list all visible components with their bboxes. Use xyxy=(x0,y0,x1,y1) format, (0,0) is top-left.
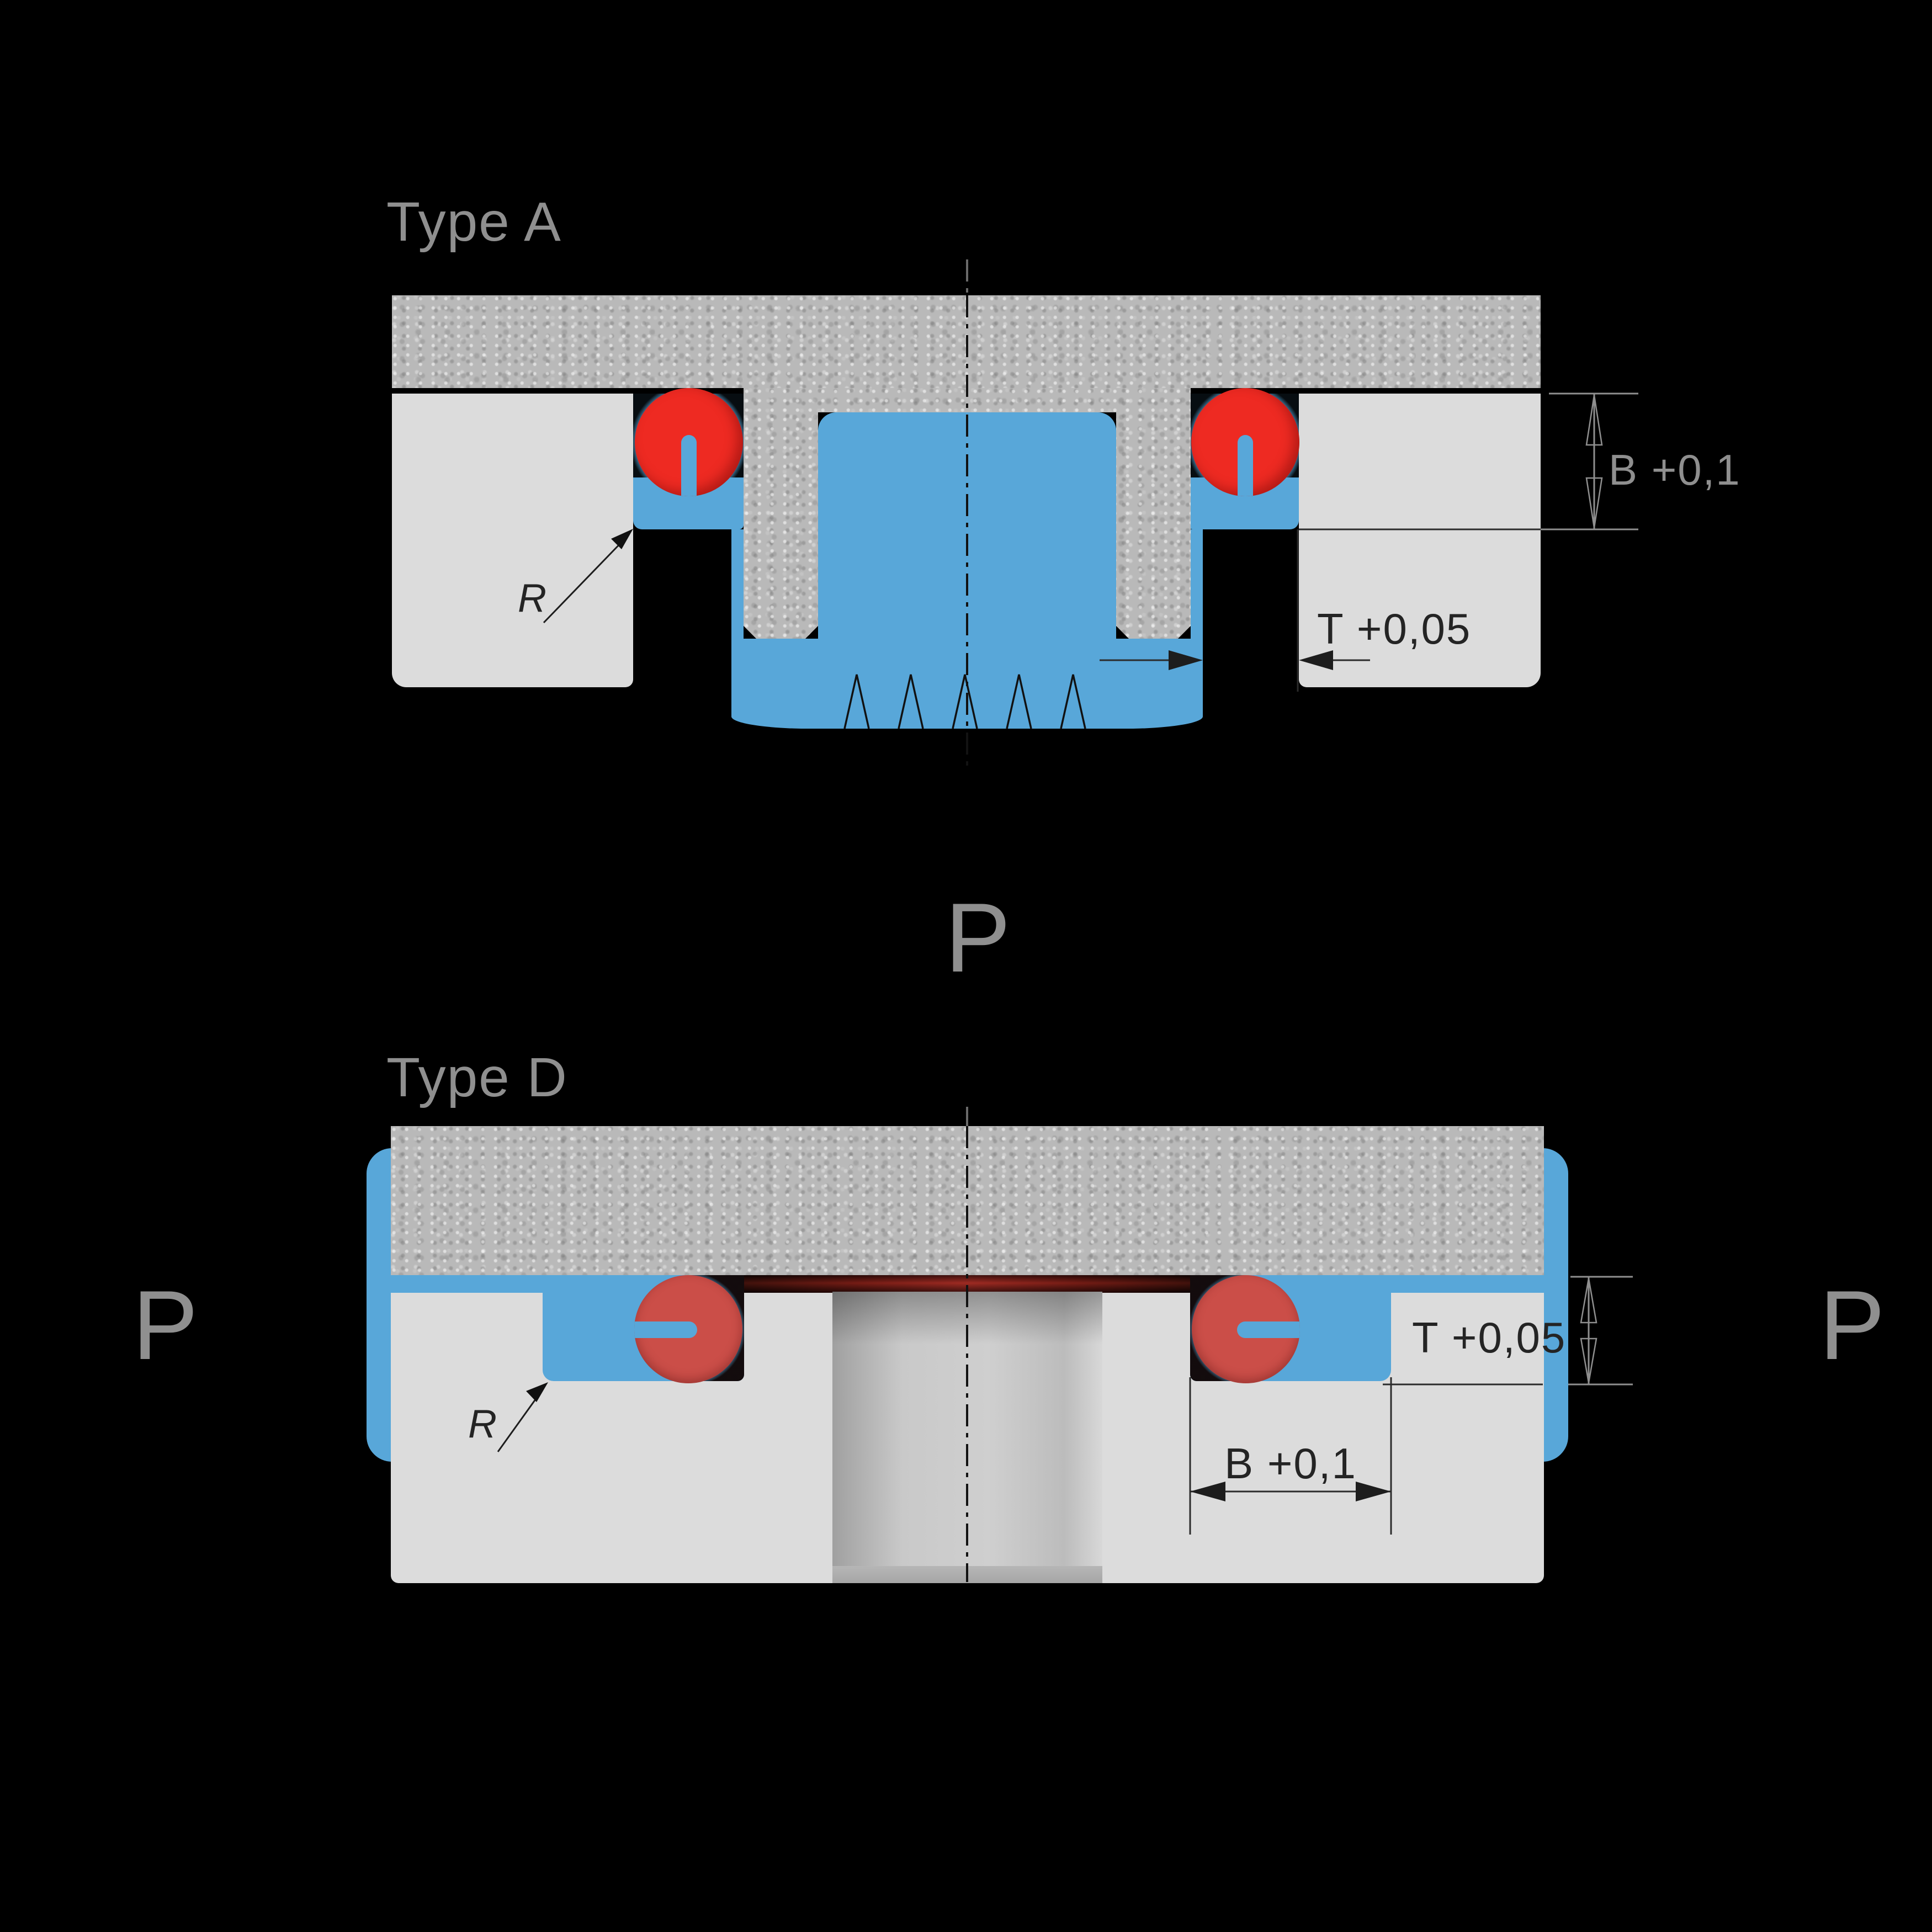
type-d-r-arrowhead xyxy=(526,1382,548,1402)
type-d-oring-left-slit xyxy=(634,1321,697,1338)
type-d-t-arrow-down xyxy=(1580,1337,1597,1383)
type-d-title: Type D xyxy=(386,1047,568,1108)
type-a-t-arrow-left xyxy=(1169,650,1203,670)
type-d-b-arrow-right xyxy=(1356,1482,1391,1501)
pressure-label-middle: P xyxy=(945,883,1012,992)
type-a-t-dim-label: T +0,05 xyxy=(1317,604,1472,653)
type-a-b-arrow-down xyxy=(1585,477,1603,528)
type-d-seal-layer-right xyxy=(1391,1275,1544,1293)
type-a-b-arrow-up xyxy=(1585,395,1603,446)
type-d-b-dim-label: B +0,1 xyxy=(1224,1439,1357,1488)
type-a-t-arrow-right xyxy=(1299,650,1333,670)
type-a-oring-left xyxy=(635,388,743,496)
type-d-t-dim-label: T +0,05 xyxy=(1412,1313,1567,1362)
type-a-housing-left xyxy=(392,394,633,687)
type-a-plug-wall-right xyxy=(1191,529,1203,645)
type-d-seal-band-left xyxy=(367,1148,392,1462)
pressure-label-left: P xyxy=(132,1270,199,1380)
type-a-thread-symbol xyxy=(843,674,1086,729)
type-d-b-arrow-left xyxy=(1190,1482,1225,1501)
type-a-plug-pocket xyxy=(818,412,1116,651)
type-d-oring-left xyxy=(634,1275,742,1383)
type-a-oring-right xyxy=(1191,388,1299,496)
type-d-seal-layer-left xyxy=(391,1275,543,1293)
type-d-oring-right-slit xyxy=(1237,1321,1300,1338)
type-a-b-dim-label: B +0,1 xyxy=(1609,445,1741,494)
type-a-housing-right xyxy=(1299,394,1541,687)
type-d-t-arrow-up xyxy=(1580,1278,1597,1324)
type-a-r-label: R xyxy=(518,576,548,620)
type-a-oring-right-slit xyxy=(1238,435,1253,496)
type-d-r-label: R xyxy=(468,1402,498,1446)
type-d-seal-band-right xyxy=(1543,1148,1568,1462)
type-a-oring-left-slit xyxy=(681,435,697,496)
type-a-title: Type A xyxy=(386,191,562,253)
type-a-r-arrowhead xyxy=(611,529,633,549)
type-a-r-leader xyxy=(543,538,626,624)
type-d-oring-right xyxy=(1192,1275,1300,1383)
type-d-r-leader xyxy=(497,1393,541,1452)
type-a-plug-wall-left xyxy=(731,529,744,645)
pressure-label-right: P xyxy=(1819,1270,1886,1380)
